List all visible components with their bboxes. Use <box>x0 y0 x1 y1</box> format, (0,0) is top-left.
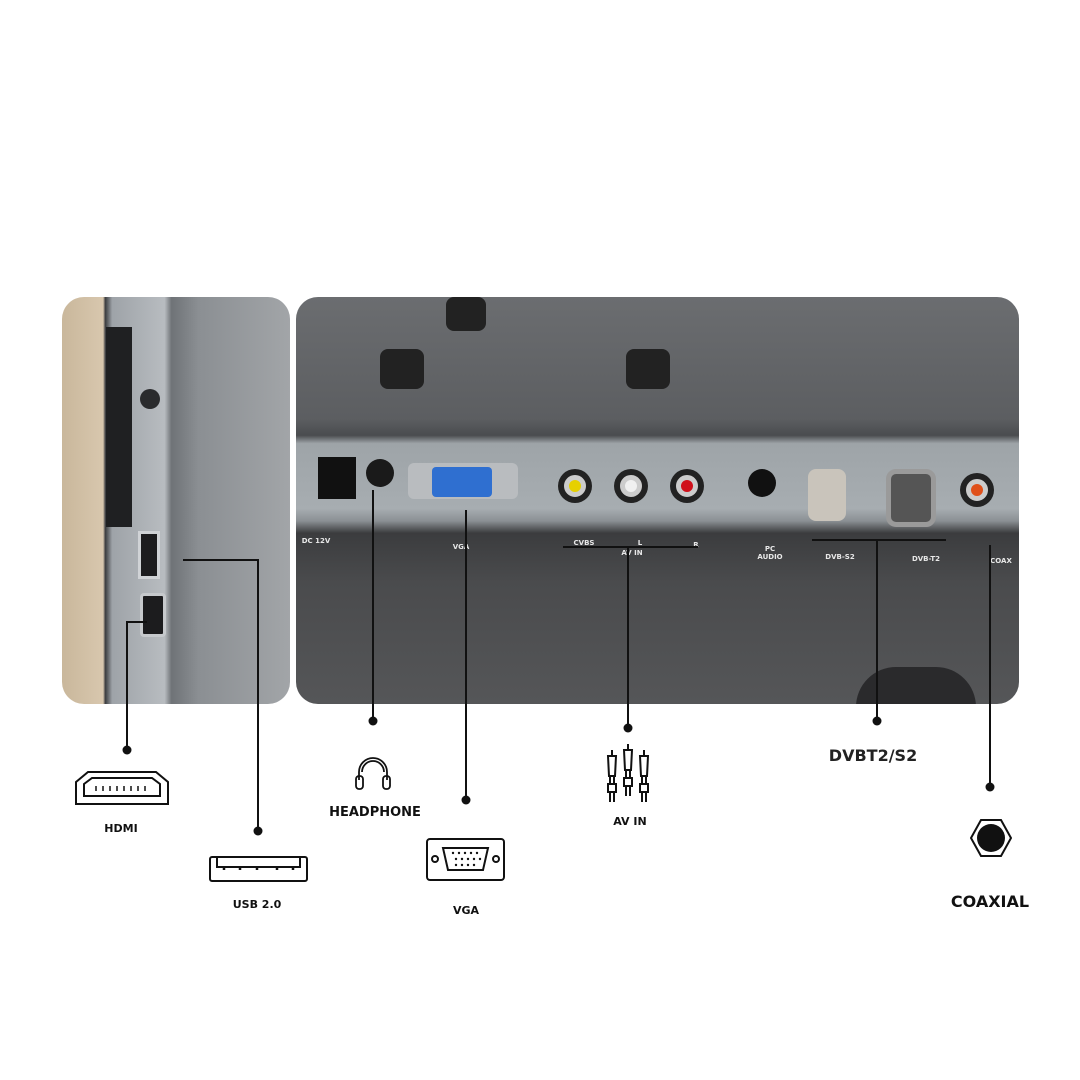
screw-post <box>446 297 486 331</box>
card-slot <box>106 327 132 527</box>
dvb-leader <box>812 539 946 541</box>
tv-label: COAX <box>990 557 1012 565</box>
usb-port-icon <box>209 856 308 882</box>
hdmi-leader <box>127 621 147 623</box>
rca-yellow <box>558 469 592 503</box>
av-in-label: AV IN <box>613 815 647 828</box>
rca-white <box>614 469 648 503</box>
dvb-leader <box>876 539 878 721</box>
vga-port-icon <box>426 838 505 881</box>
usb-port <box>138 531 160 579</box>
pc-audio-jack <box>748 469 776 497</box>
usb-dot <box>253 826 263 836</box>
dvb-t2-connector <box>886 469 936 527</box>
tv-label: L <box>637 539 643 547</box>
tv-label: DVB-S2 <box>825 553 855 561</box>
hdmi-label: HDMI <box>104 822 138 835</box>
vga-port <box>432 467 492 497</box>
side-panel-photo <box>62 297 290 704</box>
coax-connector <box>960 473 994 507</box>
hdmi-leader <box>126 621 128 750</box>
headphone-label: HEADPHONE <box>329 805 421 820</box>
usb-label: USB 2.0 <box>232 898 282 911</box>
coaxial-hexagon-icon <box>970 819 1012 857</box>
tv-label: DVB-T2 <box>911 555 941 563</box>
hdmi-port <box>140 593 166 637</box>
dvb-label: DVBT2/S2 <box>828 746 918 765</box>
tv-label: DC 12V <box>301 537 331 545</box>
vga-label: VGA <box>452 904 480 917</box>
dc-jack <box>318 457 356 499</box>
vga-dot <box>461 795 471 805</box>
rear-panel-photo: DC 12V VGA CVBS L R AV IN PC AUDIO DVB-S… <box>296 297 1019 704</box>
tv-label: VGA <box>452 543 470 551</box>
screw-post <box>626 349 670 389</box>
headphone-jack <box>366 459 394 487</box>
tv-label: AV IN <box>621 549 643 557</box>
side-jack <box>140 389 160 409</box>
usb-leader <box>183 559 259 561</box>
coaxial-label: COAXIAL <box>950 892 1030 911</box>
tv-label: PC AUDIO <box>757 545 783 561</box>
coax-dot <box>985 782 995 792</box>
dvb-dot <box>872 716 882 726</box>
rca-plugs-icon <box>606 744 650 802</box>
dvb-s2-connector <box>808 469 846 521</box>
rca-red <box>670 469 704 503</box>
av-leader <box>563 546 698 548</box>
tv-label: CVBS <box>573 539 595 547</box>
tv-label: R <box>693 541 699 549</box>
headphone-leader <box>372 490 374 721</box>
usb-leader <box>257 559 259 831</box>
coax-leader <box>989 545 991 787</box>
hdmi-port-icon <box>75 771 169 805</box>
vga-leader <box>465 510 467 800</box>
av-dot <box>623 723 633 733</box>
headphone-dot <box>368 716 378 726</box>
av-leader <box>627 546 629 728</box>
screw-post <box>380 349 424 389</box>
hdmi-dot <box>122 745 132 755</box>
headphone-icon <box>355 757 391 790</box>
